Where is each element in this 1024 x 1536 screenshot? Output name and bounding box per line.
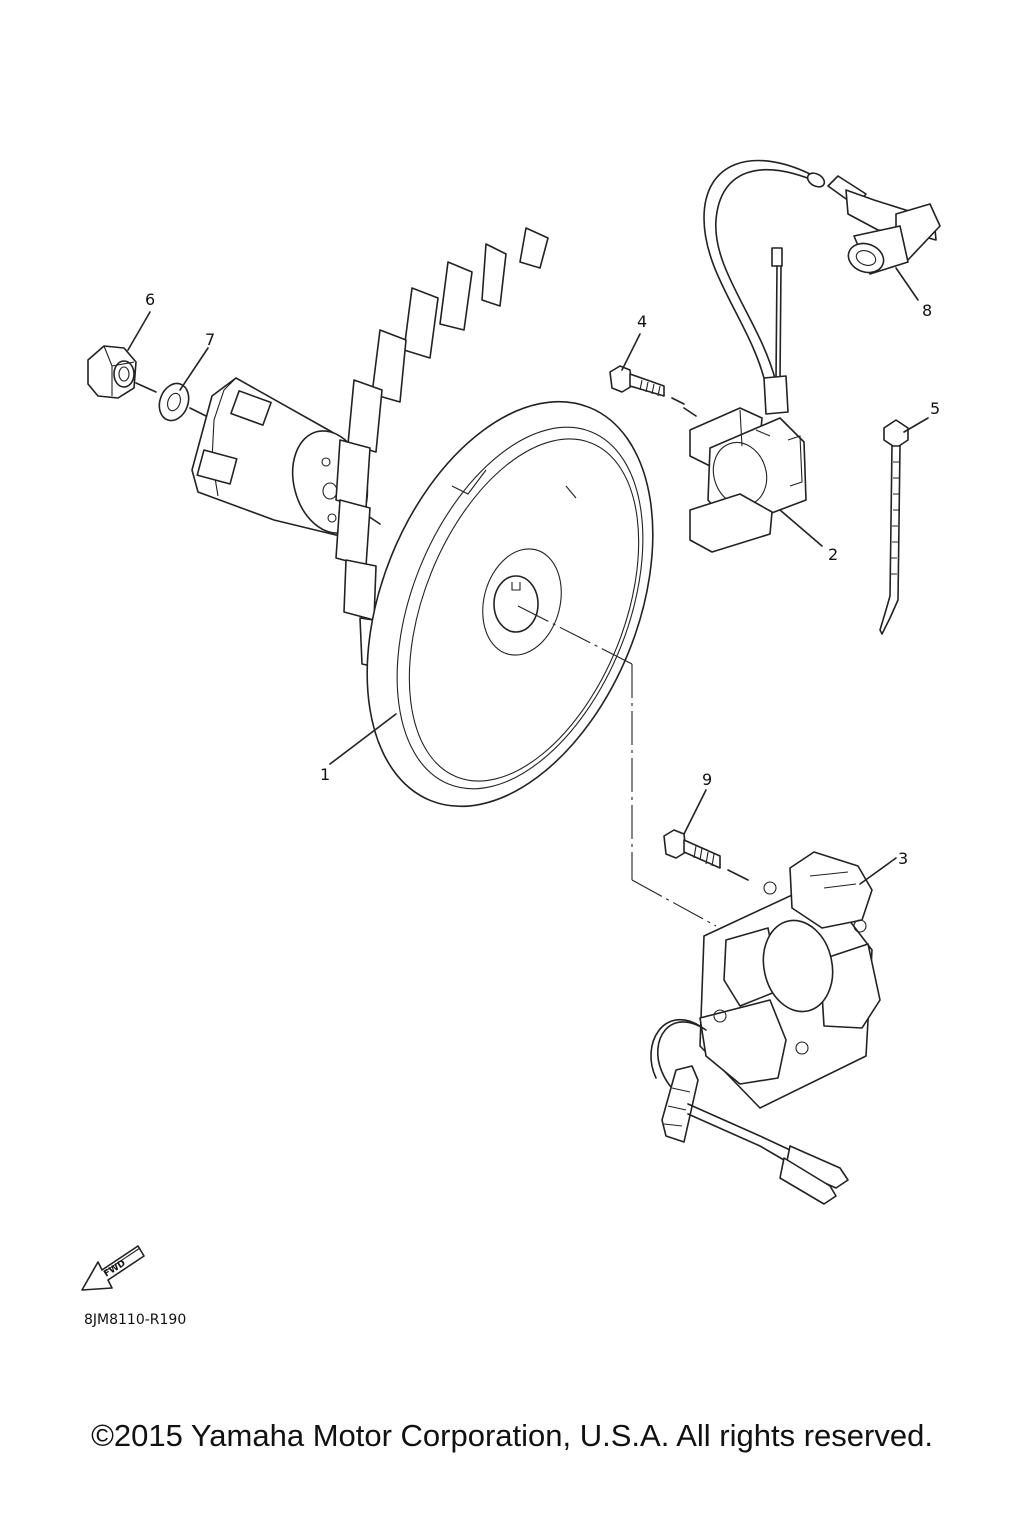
leader-lines (127, 267, 929, 885)
part-stator-grommet (661, 1065, 849, 1205)
callout-6: 6 (145, 290, 155, 309)
callout-8: 8 (922, 301, 932, 320)
part-ignition-coil (689, 247, 807, 553)
callout-2: 2 (828, 545, 838, 564)
part-stator (699, 851, 881, 1109)
part-bolt-stator (663, 829, 721, 869)
callout-7: 7 (205, 330, 215, 349)
callout-5: 5 (930, 399, 940, 418)
copyright-notice: ©2015 Yamaha Motor Corporation, U.S.A. A… (91, 1418, 933, 1453)
callout-4: 4 (637, 312, 647, 331)
part-plug-cap (827, 175, 941, 275)
part-cable-tie (879, 419, 909, 635)
callout-3: 3 (898, 849, 908, 868)
part-flywheel (335, 227, 654, 808)
part-washer (158, 382, 190, 422)
part-bolt-coil (609, 365, 665, 397)
callout-9: 9 (702, 770, 712, 789)
part-nut (87, 345, 137, 399)
diagram-code: 8JM8110-R190 (84, 1312, 186, 1328)
callout-1: 1 (320, 765, 330, 784)
fwd-arrow-icon: FWD (81, 1245, 145, 1291)
